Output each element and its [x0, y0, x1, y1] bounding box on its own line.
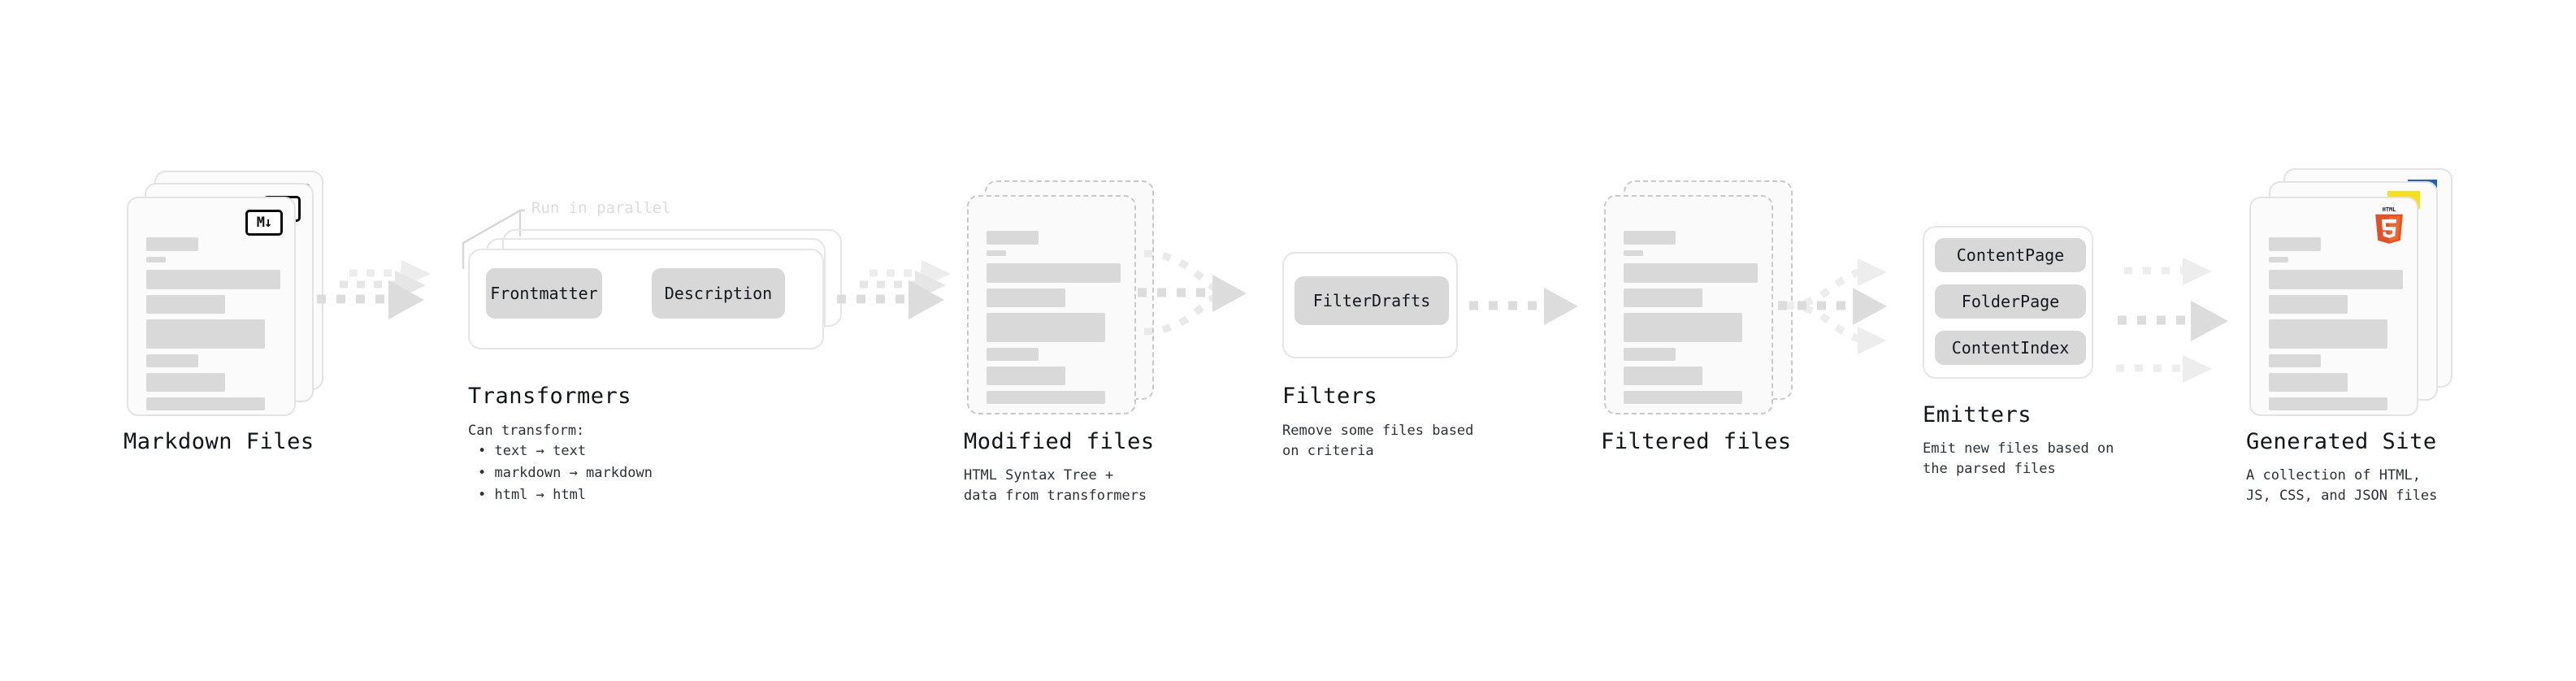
filtered-doc-front [1604, 195, 1773, 414]
stage-title-filters: Filters [1282, 384, 1378, 409]
markdown-icon: M↓ [245, 210, 283, 236]
connector-markdown-to-transformers [317, 260, 431, 319]
filters-card: FilterDrafts [1282, 252, 1458, 358]
emitter-pill-folderpage[interactable]: FolderPage [1935, 284, 2086, 319]
stage-title-markdown-files: Markdown Files [124, 429, 314, 454]
transformers-bullet-2: • html → html [478, 487, 587, 503]
filter-pill-filterdrafts[interactable]: FilterDrafts [1295, 276, 1449, 325]
transformers-bullet-0: • text → text [478, 443, 587, 459]
emitter-pill-contentpage[interactable]: ContentPage [1935, 238, 2086, 272]
run-in-parallel-label: Run in parallel [531, 199, 671, 217]
transformers-description: Can transform: [468, 423, 585, 439]
connector-filtered-to-emitters [1778, 258, 1887, 354]
emitters-description: Emit new files based on the parsed files [1923, 440, 2114, 477]
connector-modified-to-filters [1138, 249, 1247, 336]
html5-icon: HTML [2375, 206, 2403, 244]
modified-files-description: HTML Syntax Tree + data from transformer… [964, 467, 1147, 504]
connector-emitters-to-site [2116, 258, 2228, 383]
emitters-card: ContentPage FolderPage ContentIndex [1923, 226, 2093, 379]
connector-filters-to-filtered [1469, 288, 1578, 325]
stage-title-filtered-files: Filtered files [1601, 429, 1792, 454]
transformer-card-front: Frontmatter Description [468, 249, 824, 349]
emitter-pill-contentindex[interactable]: ContentIndex [1935, 331, 2086, 365]
stage-title-modified-files: Modified files [964, 429, 1155, 454]
svg-text:HTML: HTML [2383, 206, 2396, 213]
connector-transformers-to-modified [837, 260, 951, 319]
transformers-bullet-1: • markdown → markdown [478, 465, 653, 481]
stage-title-generated-site: Generated Site [2246, 429, 2437, 454]
transformer-pill-frontmatter[interactable]: Frontmatter [486, 268, 602, 319]
stage-title-emitters: Emitters [1923, 402, 2032, 427]
modified-doc-front [967, 195, 1136, 414]
site-doc-html: HTML [2249, 197, 2418, 416]
stage-title-transformers: Transformers [468, 384, 632, 409]
run-in-parallel-brace [462, 208, 525, 269]
transformer-pill-description[interactable]: Description [652, 268, 785, 319]
generated-site-description: A collection of HTML, JS, CSS, and JSON … [2246, 467, 2438, 504]
markdown-doc-front: M↓ [127, 197, 296, 416]
filters-description: Remove some files based on criteria [1282, 423, 1474, 459]
